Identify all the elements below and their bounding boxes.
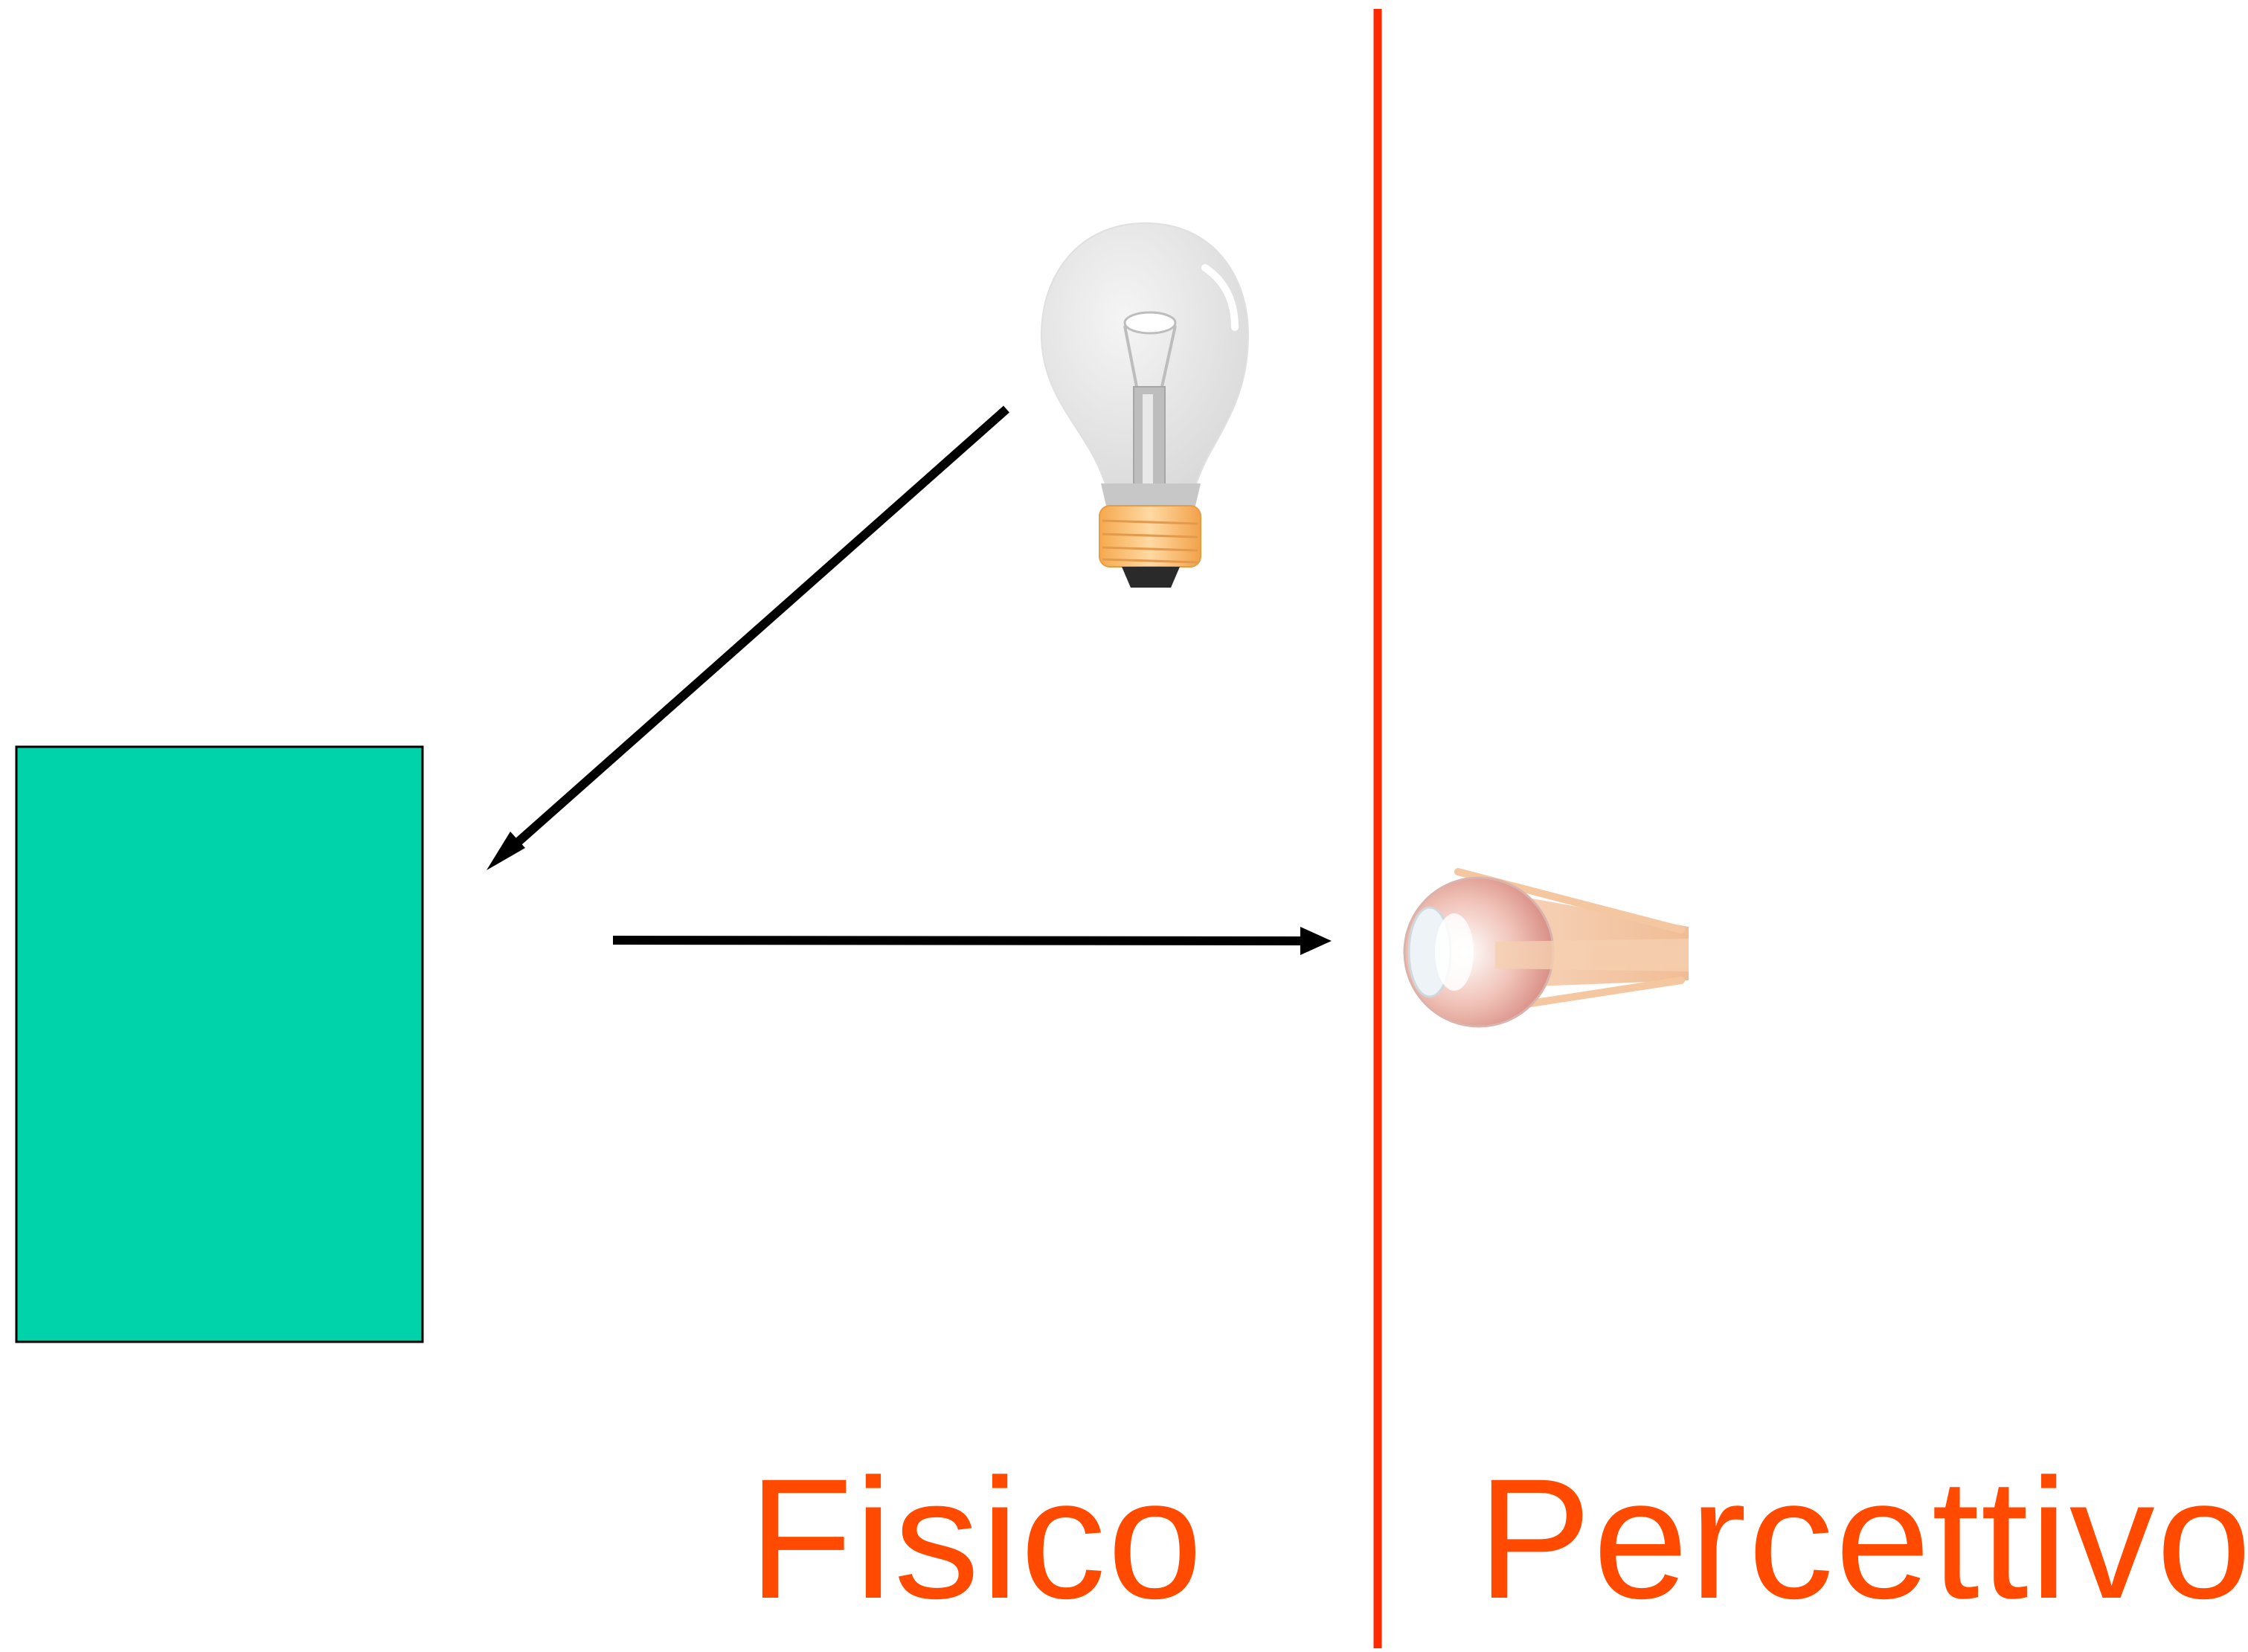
eye-icon xyxy=(1403,868,1689,1028)
object-rectangle xyxy=(15,745,424,1343)
reflected-light-arrow xyxy=(612,927,1332,955)
incident-light-arrow xyxy=(486,405,1009,870)
light-bulb-icon xyxy=(1040,222,1250,588)
label-fisico: Fisico xyxy=(748,1443,1204,1634)
label-percettivo: Percettivo xyxy=(1477,1443,2248,1634)
